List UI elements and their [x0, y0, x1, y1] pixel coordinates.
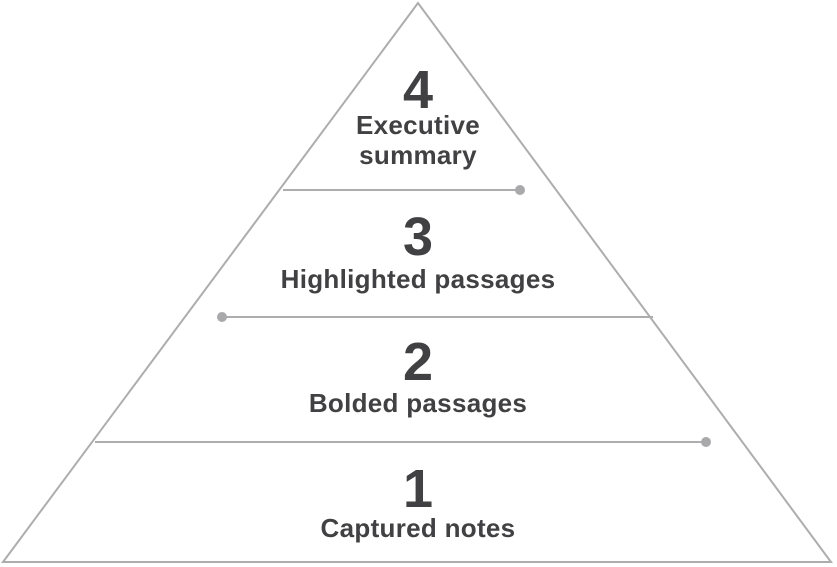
divider-endpoint-dot-right: [701, 437, 711, 447]
level-3-label: Highlighted passages: [281, 264, 556, 294]
level-1-number: 1: [403, 459, 433, 519]
divider-endpoint-dot-right: [515, 185, 525, 195]
divider-endpoint-dot-left: [217, 312, 227, 322]
level-3-number: 3: [403, 207, 433, 267]
level-1-label: Captured notes: [321, 513, 516, 543]
level-4-number: 4: [403, 60, 433, 120]
level-4-label-line-2: summary: [359, 140, 477, 170]
level-4-label-line-1: Executive: [356, 110, 480, 140]
level-2-number: 2: [403, 332, 433, 392]
level-2-label: Bolded passages: [309, 388, 527, 418]
